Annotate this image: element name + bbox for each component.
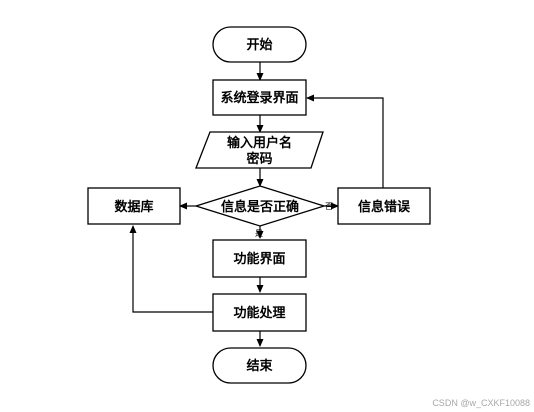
edge-label-yes: 是	[255, 229, 263, 238]
function-process-node: 功能处理	[212, 293, 307, 332]
function-page-node-label: 功能界面	[233, 251, 285, 267]
function-process-node-label: 功能处理	[233, 305, 285, 321]
input-credentials-node: 输入用户名 密码	[195, 131, 324, 169]
database-node: 数据库	[87, 187, 181, 225]
database-node-label: 数据库	[114, 199, 153, 215]
login-page-node-label: 系统登录界面	[220, 90, 298, 106]
function-page-node: 功能界面	[212, 239, 307, 278]
edge-label-no: 否	[325, 202, 333, 211]
start-node: 开始	[212, 26, 307, 63]
info-error-node: 信息错误	[337, 187, 431, 225]
info-check-label: 信息是否正确	[221, 199, 299, 215]
end-node-label: 结束	[246, 358, 273, 374]
edge-error-to-login	[306, 94, 384, 188]
login-page-node: 系统登录界面	[212, 79, 307, 116]
info-check-decision: 信息是否正确	[193, 185, 327, 227]
input-credentials-label-line1: 输入用户名	[227, 135, 292, 151]
end-node: 结束	[212, 347, 307, 384]
watermark-text: CSDN @w_CXKF10088	[432, 398, 530, 408]
info-error-node-label: 信息错误	[358, 199, 411, 215]
start-node-label: 开始	[246, 37, 272, 53]
input-credentials-label-line2: 密码	[245, 151, 272, 167]
edge-process-to-database	[129, 225, 213, 313]
